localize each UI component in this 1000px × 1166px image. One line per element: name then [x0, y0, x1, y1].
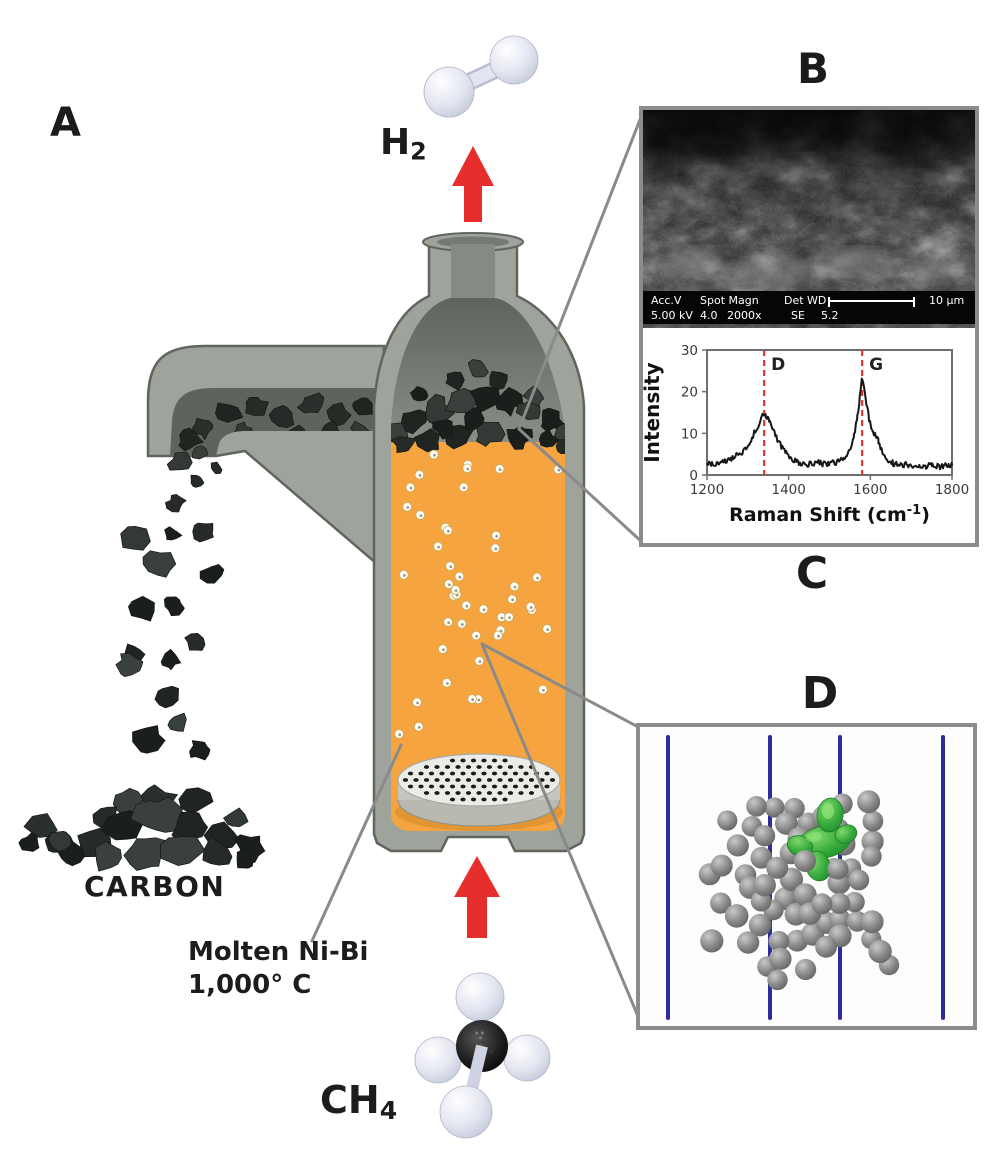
panel-bc-box: Acc.V Spot Magn Det WD 10 µm 5.00 kV 4.0… — [639, 106, 979, 547]
carbon-label: CARBON — [84, 870, 226, 903]
raman-xtick: 1600 — [853, 482, 887, 498]
raman-xtick: 1200 — [690, 482, 724, 498]
raman-peak-label: G — [869, 355, 883, 375]
metal-atom — [815, 935, 837, 958]
callout-d-upper — [480, 642, 644, 731]
metal-atom — [710, 854, 733, 877]
metal-atom — [764, 797, 785, 818]
sem-micrograph: Acc.V Spot Magn Det WD 10 µm 5.00 kV 4.0… — [643, 110, 975, 328]
callout-d-lower — [480, 642, 644, 1028]
molten-label-line1: Molten Ni-Bi — [188, 937, 369, 967]
ch4-up-arrow — [454, 856, 500, 938]
reactor-vessel — [372, 232, 586, 853]
metal-atoms — [698, 790, 900, 991]
raman-xtick: 1400 — [771, 482, 805, 498]
panel-a-label: A — [50, 100, 81, 146]
metal-atom — [750, 846, 773, 869]
ch4-molecule — [414, 972, 551, 1139]
raman-frame — [706, 349, 953, 476]
sem-spot-magn-header: Spot Magn — [700, 294, 759, 307]
metal-atom — [862, 810, 884, 832]
sem-accv-value: 5.00 kV — [651, 309, 693, 322]
metal-atom — [829, 892, 851, 914]
raman-ytick: 30 — [681, 343, 698, 359]
metal-atom — [795, 958, 817, 981]
sem-det-wd-header: Det WD — [784, 294, 827, 307]
simulation-snapshot-box — [636, 723, 977, 1030]
callout-molten — [310, 743, 403, 943]
metal-atom — [717, 810, 738, 831]
raman-xtick: 1800 — [935, 482, 969, 498]
falling-carbon — [115, 445, 225, 761]
h2-up-arrow — [452, 146, 494, 222]
metal-atom — [844, 891, 865, 913]
callout-b-lower — [517, 427, 645, 545]
metal-atom — [775, 812, 798, 835]
panel-d-label: D — [801, 668, 839, 719]
metal-atom — [811, 893, 833, 915]
h2-molecule — [423, 35, 539, 118]
metal-atom — [766, 856, 789, 879]
raman-ytick: 20 — [681, 385, 698, 401]
metal-atom — [726, 834, 749, 857]
sem-accv-header: Acc.V — [651, 294, 682, 307]
md-simulation — [666, 735, 945, 1020]
metal-atom — [868, 939, 892, 964]
carbon-pile — [18, 784, 266, 872]
sparger-disc — [395, 753, 563, 831]
h2-label: H2 — [380, 122, 427, 166]
metal-atom — [754, 825, 776, 847]
metal-atom — [860, 910, 884, 934]
raman-spectrum-trace — [706, 377, 953, 471]
metal-atom — [710, 892, 732, 914]
raman-xlabel: Raman Shift (cm-1) — [729, 503, 930, 526]
sem-scalebar-label: 10 µm — [929, 294, 965, 307]
ch4-label: CH4 — [320, 1078, 398, 1126]
molten-label-line2: 1,000° C — [188, 970, 312, 1000]
metal-atom — [748, 913, 772, 937]
raman-ylabel: Intensity — [643, 362, 664, 462]
metal-atom — [861, 846, 882, 867]
metal-atom — [848, 869, 870, 891]
molten-metal-label: Molten Ni-Bi 1,000° C — [188, 936, 368, 1002]
gas-bubbles — [394, 449, 563, 739]
sem-wd-value: 5.2 — [821, 309, 839, 322]
sem-spot-value: 4.0 — [700, 309, 718, 322]
metal-atom — [753, 874, 776, 897]
panel-c-label: C — [795, 548, 829, 599]
raman-plot: 0 10 20 30 1200 1400 1600 1800 D G IntensityRaman … — [640, 343, 969, 526]
carbon-layer — [391, 359, 565, 454]
metal-atom — [724, 904, 749, 928]
metal-atom — [857, 790, 881, 814]
metal-atom — [767, 969, 788, 991]
metal-atom — [793, 883, 817, 907]
carbon-outlet-pipe — [146, 344, 386, 573]
raman-peak-label: D — [771, 355, 785, 375]
metal-atom — [746, 796, 767, 817]
metal-atom — [829, 908, 851, 931]
sem-caption-bar: Acc.V Spot Magn Det WD 10 µm 5.00 kV 4.0… — [643, 291, 975, 324]
sem-magn-value: 2000x — [727, 309, 762, 322]
metal-atom — [769, 947, 792, 970]
metal-atom — [768, 930, 790, 952]
metal-atom — [736, 931, 760, 954]
sem-scalebar — [828, 297, 915, 310]
sem-det-value: SE — [791, 309, 805, 322]
callout-b-upper — [517, 110, 645, 431]
raman-ytick: 0 — [689, 468, 698, 484]
raman-ytick: 10 — [681, 426, 698, 442]
callout-lines — [310, 110, 645, 1028]
metal-atom — [827, 858, 849, 880]
metal-atom — [794, 850, 816, 872]
metal-atom — [700, 929, 724, 953]
panel-b-label: B — [796, 44, 829, 93]
